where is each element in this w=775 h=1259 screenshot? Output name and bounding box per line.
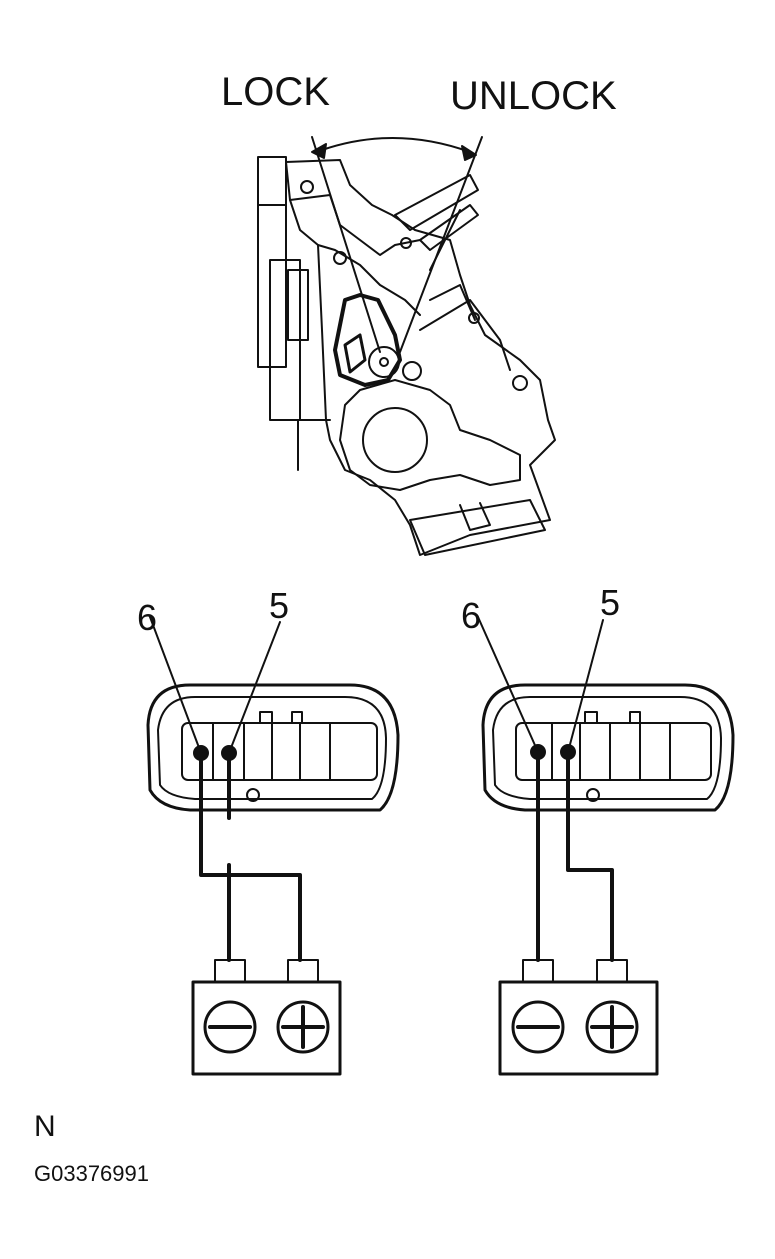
left-battery-wiring bbox=[199, 751, 302, 962]
lock-unlock-indicator bbox=[311, 136, 483, 353]
left-pin-5-label: 5 bbox=[269, 585, 290, 626]
figure-letter: N bbox=[34, 1110, 56, 1143]
left-connector bbox=[146, 616, 400, 812]
negative-icon bbox=[203, 1000, 257, 1054]
right-pin-5-label: 5 bbox=[600, 582, 621, 623]
rotation-arc bbox=[321, 137, 471, 153]
right-battery-wiring bbox=[536, 750, 614, 962]
figure-code: G03376991 bbox=[34, 1161, 149, 1186]
left-pin-6-label: 6 bbox=[137, 597, 158, 638]
right-connector bbox=[477, 616, 735, 812]
arrowhead-left-icon bbox=[311, 143, 327, 159]
arrowhead-right-icon bbox=[461, 145, 477, 161]
right-battery bbox=[498, 959, 659, 1076]
left-battery bbox=[191, 959, 342, 1076]
right-leader-6 bbox=[477, 616, 539, 753]
right-leader-5 bbox=[567, 619, 604, 753]
unlock-label: UNLOCK bbox=[450, 74, 617, 118]
left-leader-6 bbox=[149, 616, 202, 754]
lock-position-line bbox=[311, 136, 381, 353]
right-pin-6-label: 6 bbox=[461, 595, 482, 636]
door-lock-actuator bbox=[257, 156, 556, 556]
lock-label: LOCK bbox=[221, 70, 330, 114]
negative-icon bbox=[511, 1000, 565, 1054]
positive-icon bbox=[276, 1000, 330, 1054]
unlock-position-line bbox=[399, 136, 483, 353]
left-leader-5 bbox=[228, 621, 281, 754]
positive-icon bbox=[585, 1000, 639, 1054]
